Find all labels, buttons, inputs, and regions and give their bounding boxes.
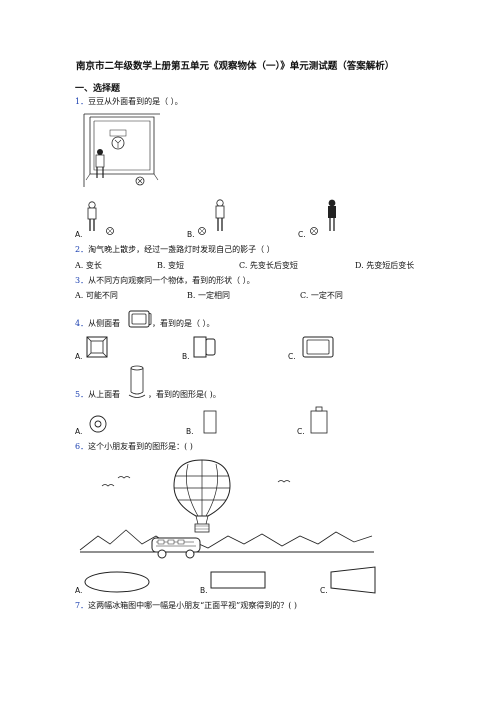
q1-option-a[interactable]: A. bbox=[75, 230, 83, 239]
q6-option-a-figure bbox=[84, 571, 150, 593]
q5-option-c[interactable]: C. bbox=[297, 427, 305, 436]
q5-option-b[interactable]: B. bbox=[186, 427, 194, 436]
q3-option-b[interactable]: B. 一定相同 bbox=[187, 291, 230, 300]
q3-option-c[interactable]: C. 一定不同 bbox=[300, 291, 343, 300]
q1-option-a-figure bbox=[87, 201, 114, 235]
question-text: 这个小朋友看到的图形是：( ) bbox=[88, 442, 193, 451]
q4-option-b[interactable]: B. bbox=[182, 352, 190, 361]
question-text-a: 从侧面看 bbox=[88, 319, 121, 328]
q2-option-d[interactable]: D. 先变短后变长 bbox=[355, 261, 415, 270]
question-number: 5． bbox=[75, 390, 89, 399]
question-number: 4． bbox=[75, 319, 89, 328]
q5-cylinder-icon bbox=[128, 365, 146, 398]
q1-window-scene bbox=[83, 113, 160, 187]
q6-option-b-figure bbox=[210, 571, 266, 589]
question-3: 3．从不同方向观察同一个物体，看到的形状（ ）。 bbox=[75, 276, 255, 286]
q1-option-c[interactable]: C. bbox=[298, 230, 306, 239]
section-heading: 一、选择题 bbox=[75, 84, 121, 94]
question-text-b: ，看到的图形是( )。 bbox=[148, 390, 221, 399]
q5-option-a-figure bbox=[89, 415, 107, 433]
q3-option-a[interactable]: A. 可能不同 bbox=[75, 291, 118, 300]
question-text: 从不同方向观察同一个物体，看到的形状（ ）。 bbox=[88, 276, 255, 285]
question-number: 7． bbox=[75, 601, 89, 610]
q4-tv-icon bbox=[128, 310, 152, 328]
question-text: 豆豆从外面看到的是（ ）。 bbox=[88, 97, 183, 106]
q5-option-c-figure bbox=[310, 406, 328, 434]
q4-option-c-figure bbox=[302, 336, 334, 358]
question-2: 2．淘气晚上散步，经过一盏路灯时发现自己的影子（ ） bbox=[75, 245, 275, 255]
q2-option-b[interactable]: B. 变短 bbox=[157, 261, 184, 270]
question-4: 4．从侧面看 bbox=[75, 319, 120, 329]
question-text: 这两幅冰箱图中哪一幅是小朋友“正面平视”观察得到的？( ) bbox=[88, 601, 298, 610]
question-7: 7．这两幅冰箱图中哪一幅是小朋友“正面平视”观察得到的？( ) bbox=[75, 601, 297, 611]
q2-option-a[interactable]: A. 变长 bbox=[75, 261, 102, 270]
question-number: 1． bbox=[75, 97, 89, 106]
q6-option-c-figure bbox=[330, 566, 376, 594]
q4-option-c[interactable]: C. bbox=[288, 352, 296, 361]
question-number: 2． bbox=[75, 245, 89, 254]
q4-option-b-figure bbox=[193, 336, 216, 358]
question-text: 淘气晚上散步，经过一盏路灯时发现自己的影子（ ） bbox=[88, 245, 275, 254]
q6-balloon-scene bbox=[79, 459, 374, 559]
q5-option-b-figure bbox=[203, 410, 217, 434]
q1-option-b[interactable]: B. bbox=[187, 230, 195, 239]
q1-option-b-figure bbox=[198, 199, 225, 235]
question-number: 3． bbox=[75, 276, 89, 285]
question-1: 1．豆豆从外面看到的是（ ）。 bbox=[75, 97, 183, 107]
question-6: 6．这个小朋友看到的图形是：( ) bbox=[75, 442, 193, 452]
question-text-a: 从上面看 bbox=[88, 390, 121, 399]
q6-option-b[interactable]: B. bbox=[200, 586, 208, 595]
q2-option-c[interactable]: C. 先变长后变短 bbox=[239, 261, 298, 270]
question-text-b: ，看到的是（ ）。 bbox=[152, 319, 215, 328]
q1-option-c-figure bbox=[310, 199, 336, 235]
q4-option-a[interactable]: A. bbox=[75, 352, 83, 361]
page-title: 南京市二年级数学上册第五单元《观察物体（一）》单元测试题（答案解析） bbox=[76, 61, 395, 72]
question-5: 5．从上面看 bbox=[75, 390, 120, 400]
q6-option-c[interactable]: C. bbox=[320, 586, 328, 595]
q5-option-a[interactable]: A. bbox=[75, 427, 83, 436]
q6-option-a[interactable]: A. bbox=[75, 586, 83, 595]
question-number: 6． bbox=[75, 442, 89, 451]
q4-option-a-figure bbox=[86, 336, 108, 358]
